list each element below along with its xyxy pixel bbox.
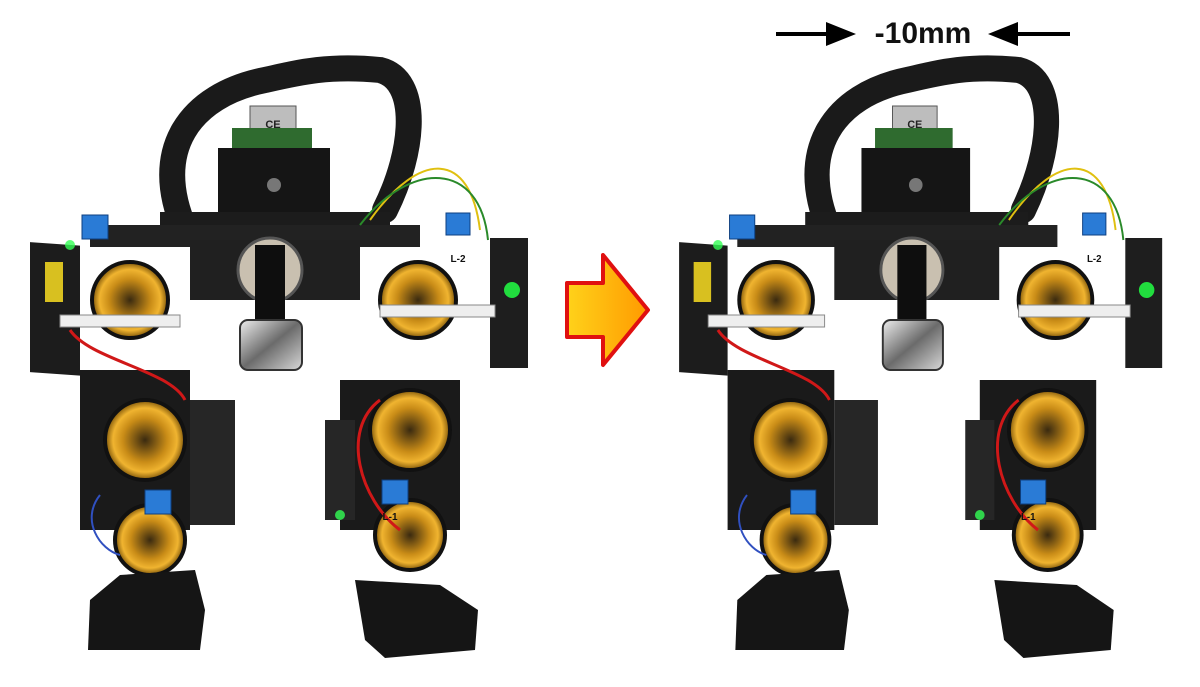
dimension-label: -10mm [874,17,972,50]
board-label-l1: L-1 [1021,512,1036,523]
transition-arrow [565,253,650,367]
dimension-arrows [776,22,1070,46]
robot-after-photo: CE L-2 L-1 [679,68,1162,658]
ce-mark: CE [907,119,922,131]
ce-mark: CE [265,119,280,131]
robot-before-photo: CE L-2 L-1 [30,68,528,658]
board-label-l2: L-2 [451,254,466,265]
board-label-l1: L-1 [383,512,398,523]
board-label-l2: L-2 [1087,254,1102,265]
arrow-left-icon [988,22,1018,46]
arrow-right-icon [826,22,856,46]
